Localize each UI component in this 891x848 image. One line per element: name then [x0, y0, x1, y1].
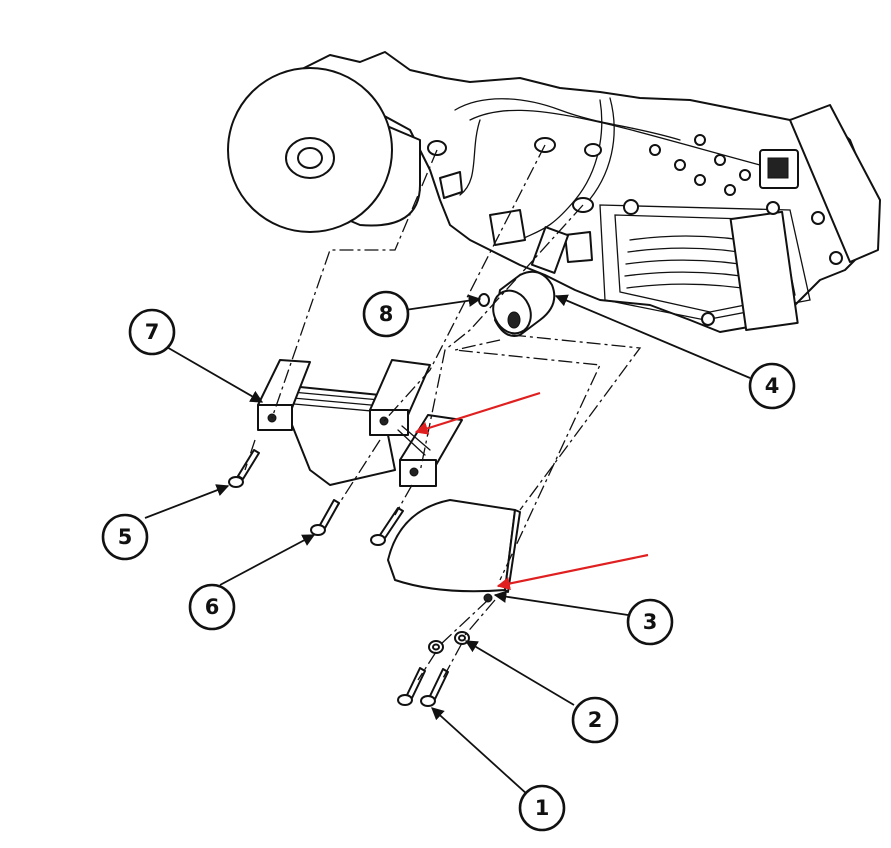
- callout-1: 1: [518, 784, 566, 832]
- callout-3: 3: [626, 598, 674, 646]
- highlight-arrows: [414, 391, 649, 591]
- callout-7: 7: [128, 308, 176, 356]
- callout-5: 5: [101, 513, 149, 561]
- small-spacer: [478, 293, 490, 307]
- chassis-assembly: [299, 51, 881, 333]
- callout-7-label: 7: [145, 320, 160, 344]
- cover-plate: [387, 499, 521, 603]
- callout-2-label: 2: [588, 708, 603, 732]
- callout-4-label: 4: [765, 374, 780, 398]
- screws: [228, 449, 449, 707]
- callout-4: 4: [748, 362, 796, 410]
- callout-6: 6: [188, 583, 236, 631]
- callout-2: 2: [571, 696, 619, 744]
- callout-8: 8: [362, 290, 410, 338]
- callout-8-label: 8: [379, 302, 394, 326]
- bracket-assembly: [257, 359, 463, 487]
- callout-3-label: 3: [643, 610, 658, 634]
- leader-lines: [144, 294, 751, 796]
- callout-1-label: 1: [535, 796, 550, 820]
- callout-5-label: 5: [118, 525, 133, 549]
- cylinder-part: [492, 226, 570, 337]
- assembly-lines: [244, 144, 642, 681]
- drum-roll: [227, 67, 421, 233]
- callout-6-label: 6: [205, 595, 220, 619]
- washers: [428, 631, 470, 654]
